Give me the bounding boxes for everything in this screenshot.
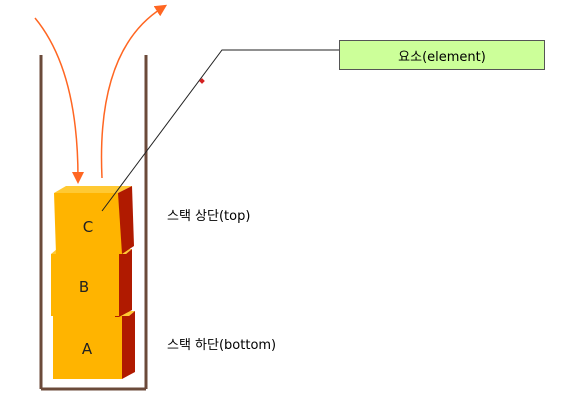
stack-bottom-label: 스택 하단(bottom)	[167, 338, 277, 353]
stack-top-label: 스택 상단(top)	[167, 209, 251, 224]
stack-block-b: B	[51, 249, 132, 317]
element-callout: 요소(element)	[339, 40, 545, 70]
stack-block-c-label: C	[83, 218, 93, 236]
stack-block-b-label: B	[79, 278, 89, 296]
element-callout-label: 요소(element)	[398, 49, 486, 65]
callout-leader	[101, 49, 339, 212]
stack-block-a-label: A	[82, 340, 93, 358]
stack-block-a: A	[53, 311, 135, 379]
pop-arrow-icon	[100, 4, 168, 179]
stack-block-c: C	[54, 186, 134, 254]
push-arrow-icon	[34, 17, 84, 184]
stack-container	[39, 55, 148, 391]
